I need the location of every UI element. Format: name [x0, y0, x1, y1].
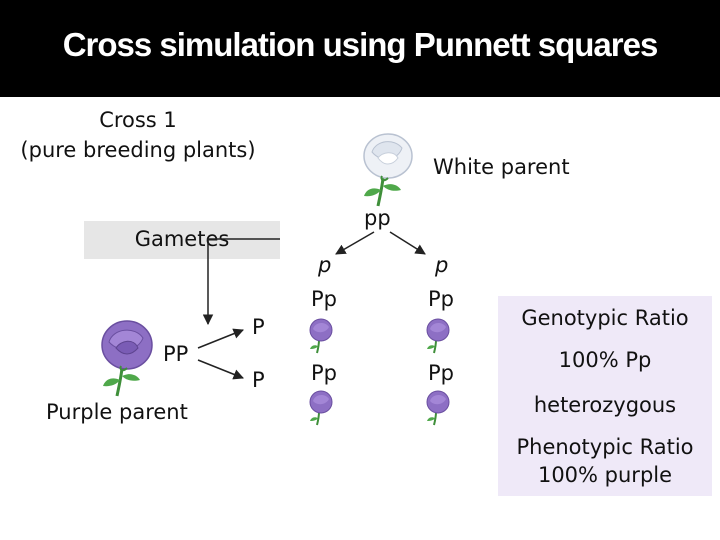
gamete-arrow-row-1 [197, 328, 244, 349]
white-parent-label: White parent [433, 155, 570, 179]
purple-parent-label: Purple parent [46, 400, 188, 424]
gamete-row-1: P [252, 315, 265, 339]
cross-subtitle: (pure breeding plants) [20, 138, 256, 162]
punnett-cell-2-1: Pp [311, 361, 337, 385]
phenotypic-ratio-value: 100% purple [537, 463, 673, 487]
cross-title: Cross 1 [99, 108, 177, 132]
offspring-purple-rose-icon [309, 318, 333, 354]
title-bar: Cross simulation using Punnett squares [0, 0, 720, 97]
offspring-purple-rose-icon [426, 318, 450, 354]
gamete-col-1: p [318, 253, 332, 277]
gametes-box: Gametes [84, 221, 280, 259]
purple-rose-icon [101, 320, 153, 397]
ratio-panel [498, 296, 712, 496]
gamete-col-2: p [435, 253, 449, 277]
white-rose-icon [363, 133, 413, 207]
punnett-cell-1-1: Pp [311, 287, 337, 311]
genotypic-ratio-title: Genotypic Ratio [521, 306, 689, 330]
slide-title: Cross simulation using Punnett squares [62, 26, 659, 63]
purple-parent-genotype: PP [163, 342, 189, 366]
gamete-row-2: P [252, 368, 265, 392]
gamete-arrow-row-2 [197, 359, 244, 380]
genotypic-ratio-description: heterozygous [533, 393, 677, 417]
gametes-arrow [202, 238, 280, 326]
gamete-arrow-col-2 [389, 231, 426, 255]
genotypic-ratio-value: 100% Pp [558, 348, 652, 372]
punnett-cell-2-2: Pp [428, 361, 454, 385]
gamete-arrow-col-1 [335, 231, 375, 255]
offspring-purple-rose-icon [426, 390, 450, 426]
punnett-cell-1-2: Pp [428, 287, 454, 311]
white-parent-genotype: pp [364, 206, 391, 230]
phenotypic-ratio-title: Phenotypic Ratio [516, 435, 694, 459]
offspring-purple-rose-icon [309, 390, 333, 426]
